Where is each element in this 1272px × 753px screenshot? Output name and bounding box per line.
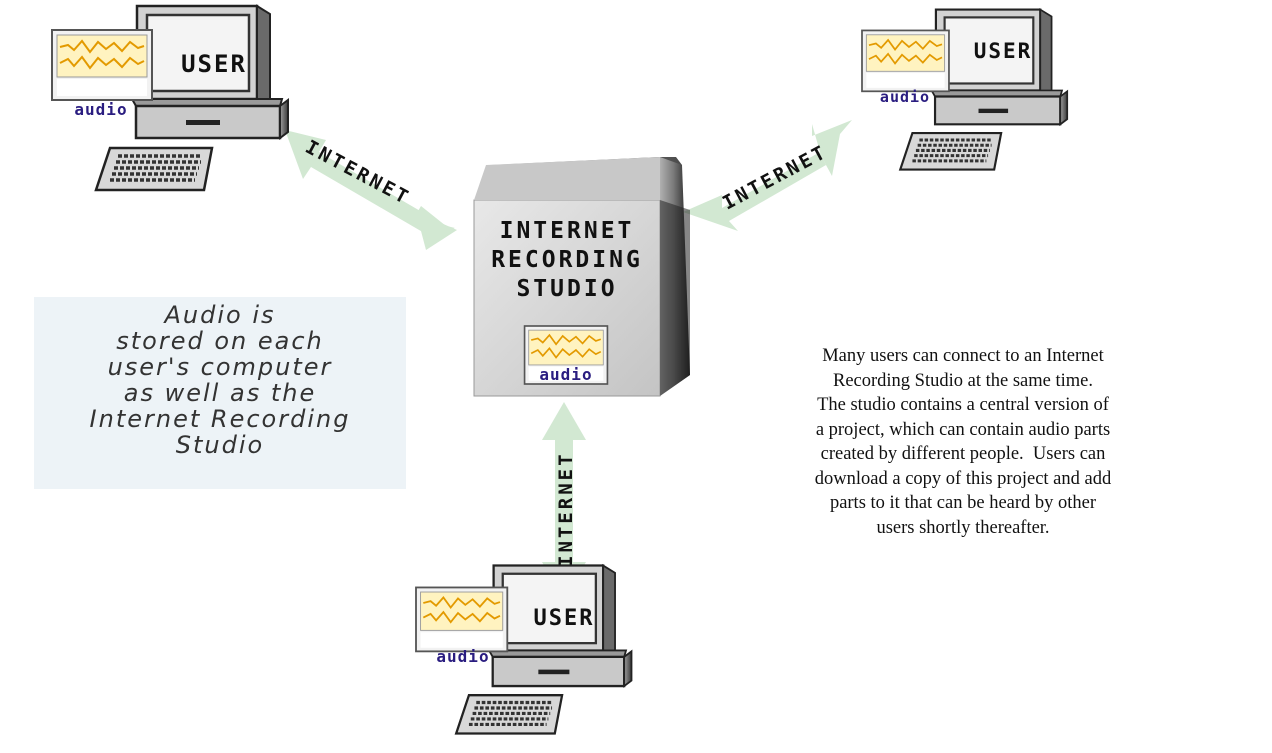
user-label-top-right: USER [974, 39, 1033, 63]
description-line: parts to it that can be heard by other [829, 493, 1097, 513]
internet-arrow-left [285, 130, 457, 250]
description-paragraph: Many users can connect to an Internet Re… [786, 344, 1140, 540]
description-line: users shortly thereafter. [876, 517, 1050, 538]
description-line: a project, which can contain audio parts [815, 419, 1111, 440]
note-line: as well as the [123, 379, 317, 407]
note-line: Internet Recording [89, 405, 351, 433]
user-label-top-left: USER [181, 50, 247, 78]
description-line: The studio contains a central version of [817, 395, 1109, 415]
internet-arrow-bottom [542, 402, 586, 600]
studio-server-icon [473, 157, 690, 397]
internet-arrow-right [683, 120, 852, 231]
studio-title-line-1: INTERNET [500, 218, 635, 244]
internet-label-right: INTERNET [719, 141, 831, 215]
description-line: created by different people. Users can [820, 444, 1106, 464]
note-line: Studio [175, 431, 265, 459]
internet-label-left: INTERNET [302, 136, 414, 210]
audio-label-top-right: audio [880, 88, 930, 106]
user-computer-top-left [52, 6, 288, 190]
note-line: user's computer [107, 353, 333, 381]
internet-label-bottom: INTERNET [555, 451, 577, 567]
description-line: Recording Studio at the same time. [833, 370, 1093, 391]
audio-label-bottom: audio [436, 647, 489, 666]
storage-note: Audio is stored on each user's computer … [34, 297, 406, 489]
studio-title-line-3: STUDIO [516, 276, 617, 302]
note-line: Audio is [164, 301, 276, 329]
audio-label-top-left: audio [74, 100, 127, 119]
user-label-bottom: USER [534, 606, 595, 631]
description-line: download a copy of this project and add [814, 468, 1112, 489]
description-line: Many users can connect to an Internet [822, 346, 1104, 366]
note-line: stored on each [116, 327, 324, 355]
studio-audio-label: audio [539, 365, 592, 384]
studio-title-line-2: RECORDING [491, 247, 643, 273]
